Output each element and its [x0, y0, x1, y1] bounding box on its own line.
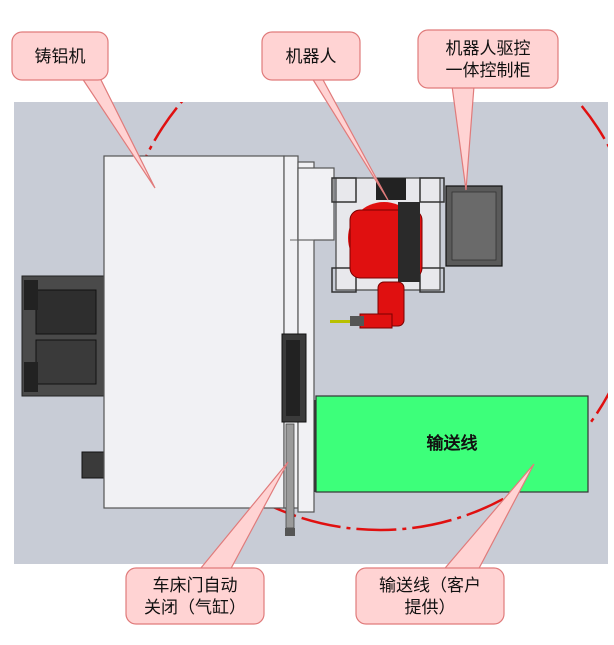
door-cylinder: [281, 333, 307, 536]
casting-machine-label: 铸铝机: [35, 47, 86, 67]
robot-label: 机器人: [286, 47, 337, 67]
conveyor-label: 输送线: [427, 433, 478, 454]
casting-side-unit: [21, 275, 107, 479]
callout-conveyor-supply: 输送线（客户 提供）: [355, 463, 535, 625]
robot-control-cabinet: [445, 185, 503, 267]
conveyor-supply-label-line2: 提供）: [405, 598, 456, 618]
robot: [330, 178, 423, 329]
conveyor: 输送线: [314, 395, 589, 493]
door-close-label-line2: 关闭（气缸）: [144, 597, 246, 618]
callout-door-close: 车床门自动 关闭（气缸）: [125, 461, 289, 625]
callout-robot-cabinet: 机器人驱控 一体控制柜: [417, 29, 559, 191]
door-close-label-line1: 车床门自动: [153, 576, 238, 596]
robot-cabinet-label-line2: 一体控制柜: [446, 61, 531, 81]
robot-cabinet-label-line1: 机器人驱控: [446, 39, 531, 59]
conveyor-supply-label-line1: 输送线（客户: [379, 576, 481, 596]
callout-casting-machine: 铸铝机: [11, 31, 156, 189]
callout-robot: 机器人: [261, 31, 389, 201]
